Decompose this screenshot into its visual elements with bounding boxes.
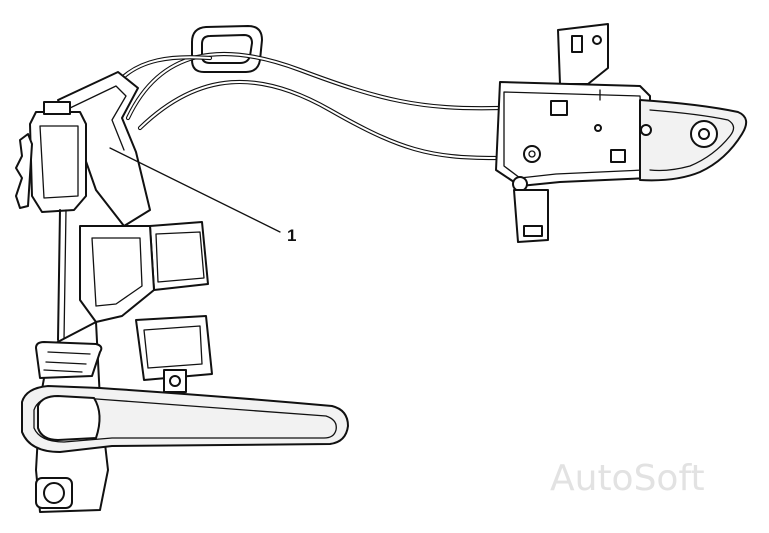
callout-number: 1 — [287, 226, 297, 245]
door-latch-module — [15, 71, 213, 513]
interior-handle-assembly — [495, 23, 748, 243]
exterior-door-handle — [21, 385, 349, 453]
watermark: AutoSoft — [550, 458, 705, 499]
callout-leader-line — [109, 147, 281, 233]
bowden-cables — [117, 51, 503, 161]
cable-guide-loop — [191, 25, 263, 73]
